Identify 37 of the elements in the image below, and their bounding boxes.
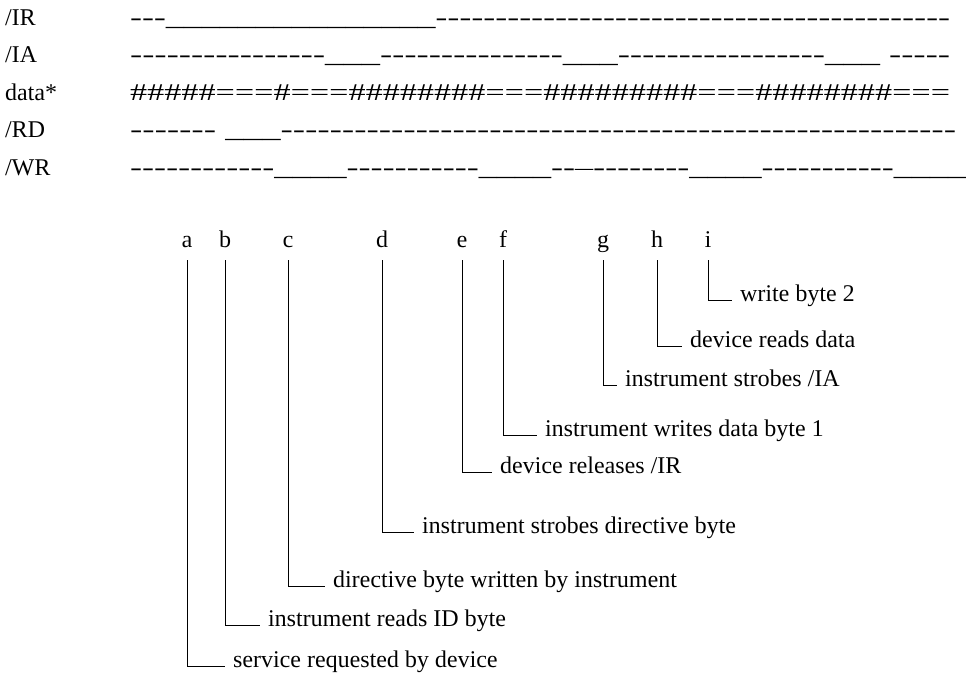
leader-line: [503, 260, 538, 436]
signal-name: /IA: [5, 41, 37, 69]
callout-letter: e: [456, 226, 468, 254]
signal-name: data*: [5, 79, 57, 107]
event-description: service requested by device: [233, 646, 498, 674]
leader-line: [288, 260, 326, 587]
leader-line: [382, 260, 414, 533]
callout-letter: c: [282, 226, 294, 254]
leader-line: [462, 260, 492, 473]
callout-letter: a: [182, 226, 192, 254]
event-description: instrument reads ID byte: [268, 605, 506, 633]
waveform-text: ------- ___-------------------------------------------------------: [130, 116, 956, 144]
waveform-text: ---_______________-------------------------------------------: [130, 4, 950, 32]
signal-name: /IR: [5, 4, 36, 32]
leader-line: [657, 260, 682, 347]
callout-letter: d: [376, 226, 388, 254]
callout-letter: i: [704, 226, 712, 254]
event-description: device releases /IR: [500, 452, 682, 480]
event-description: write byte 2: [740, 280, 855, 308]
signal-name: /RD: [5, 116, 46, 144]
event-description: directive byte written by instrument: [333, 566, 677, 594]
leader-line: [187, 260, 226, 667]
waveform-text: ------------____-----------____--–--------____-----------____: [130, 154, 966, 182]
callout-letter: b: [219, 226, 231, 254]
callout-letter: f: [499, 226, 507, 254]
leader-line: [603, 260, 618, 386]
callout-letter: h: [651, 226, 663, 254]
signal-name: /WR: [5, 154, 50, 182]
event-description: instrument strobes directive byte: [422, 512, 736, 540]
callout-letter: g: [597, 226, 609, 254]
leader-line: [225, 260, 260, 626]
leader-line: [708, 260, 732, 301]
event-description: instrument writes data byte 1: [545, 415, 824, 443]
waveform-text: #####===#===########===#########===########===: [130, 79, 950, 107]
waveform-text: ----------------___---------------___-----------------___ -----: [130, 41, 950, 69]
event-description: device reads data: [690, 326, 856, 354]
event-description: instrument strobes /IA: [625, 365, 840, 393]
